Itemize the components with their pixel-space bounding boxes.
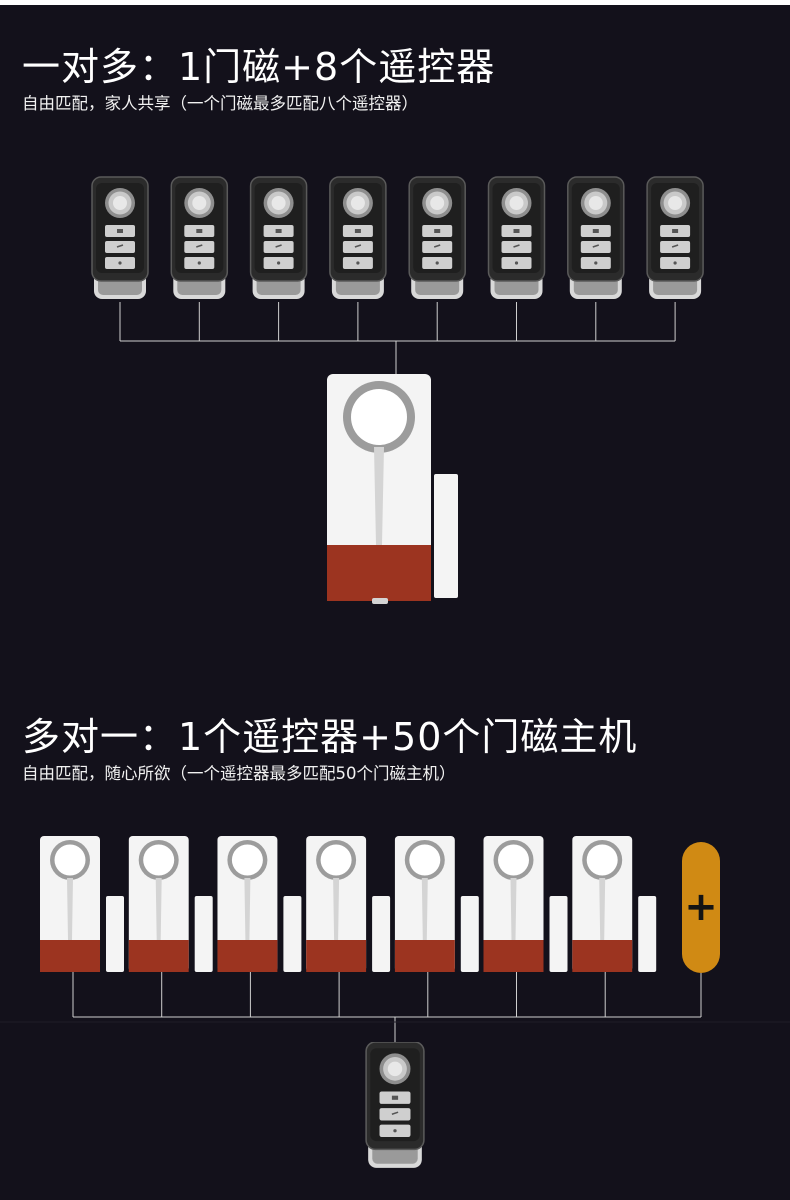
more-devices-indicator: + xyxy=(682,842,720,973)
remote-control-8 xyxy=(646,176,704,300)
door-alarm-6 xyxy=(483,836,568,972)
connector-lines-two xyxy=(72,972,702,1043)
section-two-title: 多对一：1个遥控器+50个门磁主机 xyxy=(22,715,638,759)
section-one-title: 一对多：1门磁+8个遥控器 xyxy=(22,45,496,89)
remote-control-4 xyxy=(329,176,387,300)
door-alarm-2 xyxy=(128,836,213,972)
door-alarm-main-unit xyxy=(327,374,458,604)
remote-control-3 xyxy=(249,176,308,300)
door-alarm-5 xyxy=(394,836,479,972)
connector-lines-one xyxy=(119,302,676,374)
remote-control-7 xyxy=(567,176,625,300)
remote-control-6 xyxy=(487,176,546,300)
remote-control-1 xyxy=(91,176,149,300)
door-alarm-3 xyxy=(217,836,302,972)
remote-row xyxy=(91,176,704,300)
section-two-subtitle: 自由匹配，随心所欲（一个遥控器最多匹配50个门磁主机） xyxy=(22,764,456,783)
alarm-row xyxy=(40,836,657,972)
plus-icon: + xyxy=(684,884,718,930)
section-one-subtitle: 自由匹配，家人共享（一个门磁最多匹配八个遥控器） xyxy=(22,94,418,113)
door-alarm-1 xyxy=(40,836,124,972)
door-alarm-4 xyxy=(306,836,391,972)
remote-control-2 xyxy=(170,176,229,300)
door-alarm-7 xyxy=(572,836,657,972)
remote-control-5 xyxy=(408,176,466,300)
remote-control-hub xyxy=(365,1042,425,1169)
top-edge-strip xyxy=(0,0,790,5)
